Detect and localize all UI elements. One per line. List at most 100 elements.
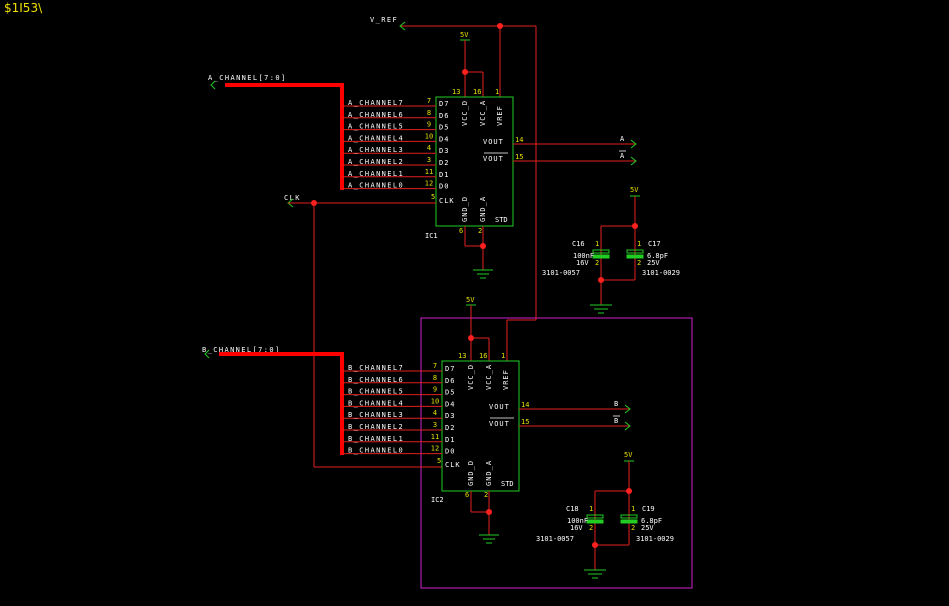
c16-pin1: 1: [595, 240, 599, 248]
ic1-vcca-pin: VCC_A: [479, 100, 487, 126]
ic1-data-pin-num: 7: [427, 97, 431, 105]
ic2-clk-pin: CLK: [445, 461, 461, 469]
ic2-ref: IC2: [431, 496, 444, 504]
ic1-pin1-num: 1: [495, 88, 499, 96]
ic1-data-pin-num: 9: [427, 121, 431, 129]
clk-net[interactable]: [288, 200, 442, 468]
c19-part: 3101-0029: [636, 535, 674, 543]
ic1-voutbar-pin: VOUT: [483, 155, 504, 163]
a-bus-label: A_CHANNEL[7:0]: [208, 74, 287, 82]
ic2-ground[interactable]: [470, 491, 499, 544]
ic1-bus-entry-label: A_CHANNEL7: [348, 99, 404, 107]
ic1-bus-entry-label: A_CHANNEL5: [348, 123, 404, 131]
ic2-power[interactable]: [466, 304, 490, 361]
ic2-bus-entry-label: B_CHANNEL5: [348, 388, 404, 396]
ic2-vcca-pin: VCC_A: [485, 364, 493, 390]
ic1-vref-pin: VREF: [496, 105, 504, 126]
ic2-pin5-num: 5: [437, 457, 441, 465]
ic2-data-pin: D2: [445, 424, 455, 432]
ic2-variant: STD: [501, 480, 514, 488]
ic2-bus-entry-label: B_CHANNEL0: [348, 447, 404, 455]
c17-5v-label: 5V: [630, 186, 639, 194]
c16-c17-network[interactable]: [590, 195, 644, 314]
c19-pin2: 2: [631, 524, 635, 532]
ic2-outputs[interactable]: [519, 404, 631, 431]
ic1-pin2-num: 2: [478, 227, 482, 235]
ic1-power[interactable]: [460, 39, 484, 97]
ic1-data-pin-num: 12: [425, 180, 433, 188]
ic2-bus-entry-label: B_CHANNEL6: [348, 376, 404, 384]
c17-pin1: 1: [637, 240, 641, 248]
ic2-data-pin: D1: [445, 436, 455, 444]
ic2-data-pin-num: 12: [431, 445, 439, 453]
ic1-gndd-pin: GND_D: [461, 196, 469, 222]
c18-ref: C18: [566, 505, 579, 513]
ic2-bus-entry-label: B_CHANNEL7: [348, 364, 404, 372]
vref-net[interactable]: [399, 21, 537, 361]
c16-ref: C16: [572, 240, 585, 248]
ic2-data-pin: D6: [445, 377, 455, 385]
ic1-bus-entry-label: A_CHANNEL2: [348, 158, 404, 166]
ic2-data-pin-num: 4: [433, 409, 437, 417]
ic2-pin13-num: 13: [458, 352, 466, 360]
ic1-data-pin: D3: [439, 147, 449, 155]
c17-value: 6.8pF: [647, 252, 668, 260]
ic2-data-pin-num: 3: [433, 421, 437, 429]
c16-part: 3101-0057: [542, 269, 580, 277]
ic1-vout-pin: VOUT: [483, 138, 504, 146]
ic2-bus-entry-label: B_CHANNEL4: [348, 399, 404, 407]
ic2-pin1-num: 1: [501, 352, 505, 360]
selection-box[interactable]: [420, 317, 693, 589]
ic1-pin13-num: 13: [452, 88, 460, 96]
c19-pin1: 1: [631, 505, 635, 513]
ic1-data-pin-num: 8: [427, 109, 431, 117]
ic1-pin14-num: 14: [515, 136, 523, 144]
ic1-outputs[interactable]: [513, 139, 637, 166]
ic1-data-pin-num: 10: [425, 132, 433, 140]
ic1-data-pin: D5: [439, 124, 449, 132]
clk-label: CLK: [284, 194, 301, 202]
ic1-gnda-pin: GND_A: [479, 196, 487, 222]
ic1-bus-entry-label: A_CHANNEL3: [348, 146, 404, 154]
ic2-pin6-num: 6: [465, 491, 469, 499]
ic2-vccd-pin: VCC_D: [467, 364, 475, 390]
c16-value: 100nF: [573, 252, 594, 260]
a-bus[interactable]: [225, 83, 344, 190]
b-bus[interactable]: [219, 352, 344, 455]
ic1-ground[interactable]: [464, 226, 493, 279]
ic1-data-pin-num: 3: [427, 156, 431, 164]
net-b-bar-label: B: [614, 417, 620, 425]
ic2-bus-entry-label: B_CHANNEL1: [348, 435, 404, 443]
net-a-label: A: [620, 135, 626, 143]
ic1-data-pin: D6: [439, 112, 449, 120]
ic2-pin15-num: 15: [521, 418, 529, 426]
ic2-pin16-num: 16: [479, 352, 487, 360]
ic2-data-pin: D3: [445, 412, 455, 420]
ic1-5v-label: 5V: [460, 31, 469, 39]
ic1-data-pin: D0: [439, 183, 449, 191]
c19-voltage: 25V: [641, 524, 654, 532]
ic1-pin6-num: 6: [459, 227, 463, 235]
ic2-data-pin-num: 8: [433, 374, 437, 382]
c17-part: 3101-0029: [642, 269, 680, 277]
ic2-pin2-num: 2: [484, 491, 488, 499]
c19-ref: C19: [642, 505, 655, 513]
c17-ref: C17: [648, 240, 661, 248]
c19-5v-label: 5V: [624, 451, 633, 459]
vref-label: V_REF: [370, 16, 398, 24]
net-a-bar-label: A: [620, 152, 626, 160]
ic1-data-pin: D1: [439, 171, 449, 179]
ic1-data-pin: D4: [439, 135, 449, 143]
c18-pin1: 1: [589, 505, 593, 513]
c19-value: 6.8pF: [641, 517, 662, 525]
ic2-vref-pin: VREF: [502, 369, 510, 390]
ic2-data-pin-num: 9: [433, 386, 437, 394]
c17-pin2: 2: [637, 259, 641, 267]
c18-c19-network[interactable]: [584, 460, 638, 579]
ic1-pin15-num: 15: [515, 153, 523, 161]
c18-value: 100nF: [567, 517, 588, 525]
c16-pin2: 2: [595, 259, 599, 267]
